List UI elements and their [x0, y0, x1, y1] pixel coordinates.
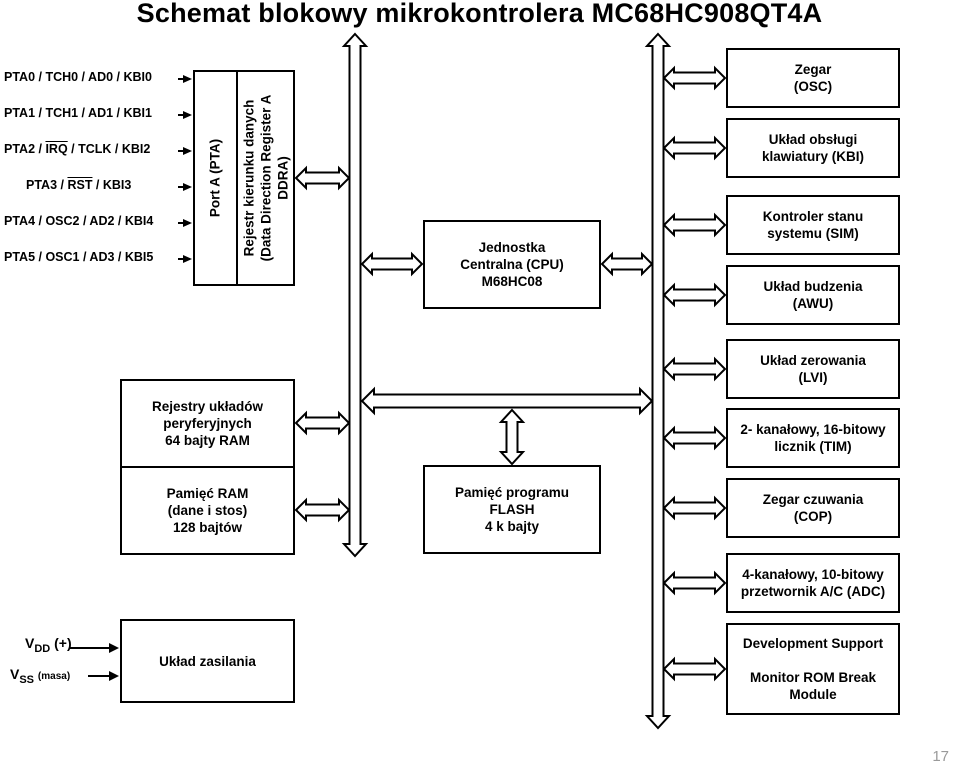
lvi-block: Układ zerowania (LVI)	[726, 339, 900, 399]
pin-arrow-1-head	[183, 111, 192, 119]
pin-label-pta5: PTA5 / OSC1 / AD3 / KBI5	[4, 250, 154, 264]
cpu-left-bus-arrow	[360, 251, 424, 277]
flash-block: Pamięć programu FLASH 4 k bajty	[423, 465, 601, 554]
right-arrow-8	[662, 656, 727, 682]
diagram-title: Schemat blokowy mikrokontrolera MC68HC90…	[136, 0, 823, 28]
pin-label-pta2: PTA2 / IRQ / TCLK / KBI2	[4, 142, 151, 156]
vdd-label: VDD (+)	[25, 635, 72, 655]
vdd-arrow-head	[109, 643, 119, 653]
ram-block: Pamięć RAM (dane i stos) 128 bajtów	[120, 466, 295, 555]
inter-bus-arrow	[360, 386, 654, 416]
awu-block: Układ budzenia (AWU)	[726, 265, 900, 325]
peripheral-registers-block: Rejestry układów peryferyjnych 64 bajty …	[120, 379, 295, 468]
right-arrow-5	[662, 425, 727, 451]
flash-bus-arrow	[498, 408, 526, 466]
cpu-right-bus-arrow	[600, 251, 654, 277]
page-number: 17	[932, 748, 949, 765]
pin-label-pta1: PTA1 / TCH1 / AD1 / KBI1	[4, 106, 152, 120]
vss-arrow-head	[109, 671, 119, 681]
right-arrow-2	[662, 212, 727, 238]
registers-bus-arrow	[294, 410, 351, 436]
cpu-block: Jednostka Centralna (CPU) M68HC08	[423, 220, 601, 309]
power-supply-block: Układ zasilania	[120, 619, 295, 703]
pin-label-pta0: PTA0 / TCH0 / AD0 / KBI0	[4, 70, 152, 84]
pin-arrow-3-head	[183, 183, 192, 191]
adc-block: 4-kanałowy, 10-bitowy przetwornik A/C (A…	[726, 553, 900, 613]
right-arrow-0	[662, 65, 727, 91]
cop-block: Zegar czuwania (COP)	[726, 478, 900, 538]
kbi-block: Układ obsługi klawiatury (KBI)	[726, 118, 900, 178]
right-bus	[644, 32, 672, 730]
development-support-block: Development Support Monitor ROM Break Mo…	[726, 623, 900, 715]
pin-arrow-5-head	[183, 255, 192, 263]
port-divider	[236, 71, 238, 285]
pin-arrow-4-head	[183, 219, 192, 227]
pin-arrow-2-head	[183, 147, 192, 155]
right-arrow-7	[662, 570, 727, 596]
ram-bus-arrow	[294, 497, 351, 523]
right-arrow-4	[662, 356, 727, 382]
pin-label-pta3: PTA3 / RST / KBI3	[26, 178, 132, 192]
pin-arrow-0-head	[183, 75, 192, 83]
osc-block: Zegar (OSC)	[726, 48, 900, 108]
port-bus-arrow	[294, 165, 351, 191]
pin-label-pta4: PTA4 / OSC2 / AD2 / KBI4	[4, 214, 154, 228]
right-arrow-6	[662, 495, 727, 521]
sim-block: Kontroler stanu systemu (SIM)	[726, 195, 900, 255]
ddra-label: Rejestr kierunku danych (Data Direction …	[241, 94, 291, 262]
right-arrow-3	[662, 282, 727, 308]
right-arrow-1	[662, 135, 727, 161]
left-bus	[341, 32, 369, 558]
port-a-label: Port A (PTA)	[207, 138, 223, 218]
vss-label: VSS (masa)	[10, 666, 71, 686]
tim-block: 2- kanałowy, 16-bitowy licznik (TIM)	[726, 408, 900, 468]
port-a-block	[193, 70, 295, 286]
